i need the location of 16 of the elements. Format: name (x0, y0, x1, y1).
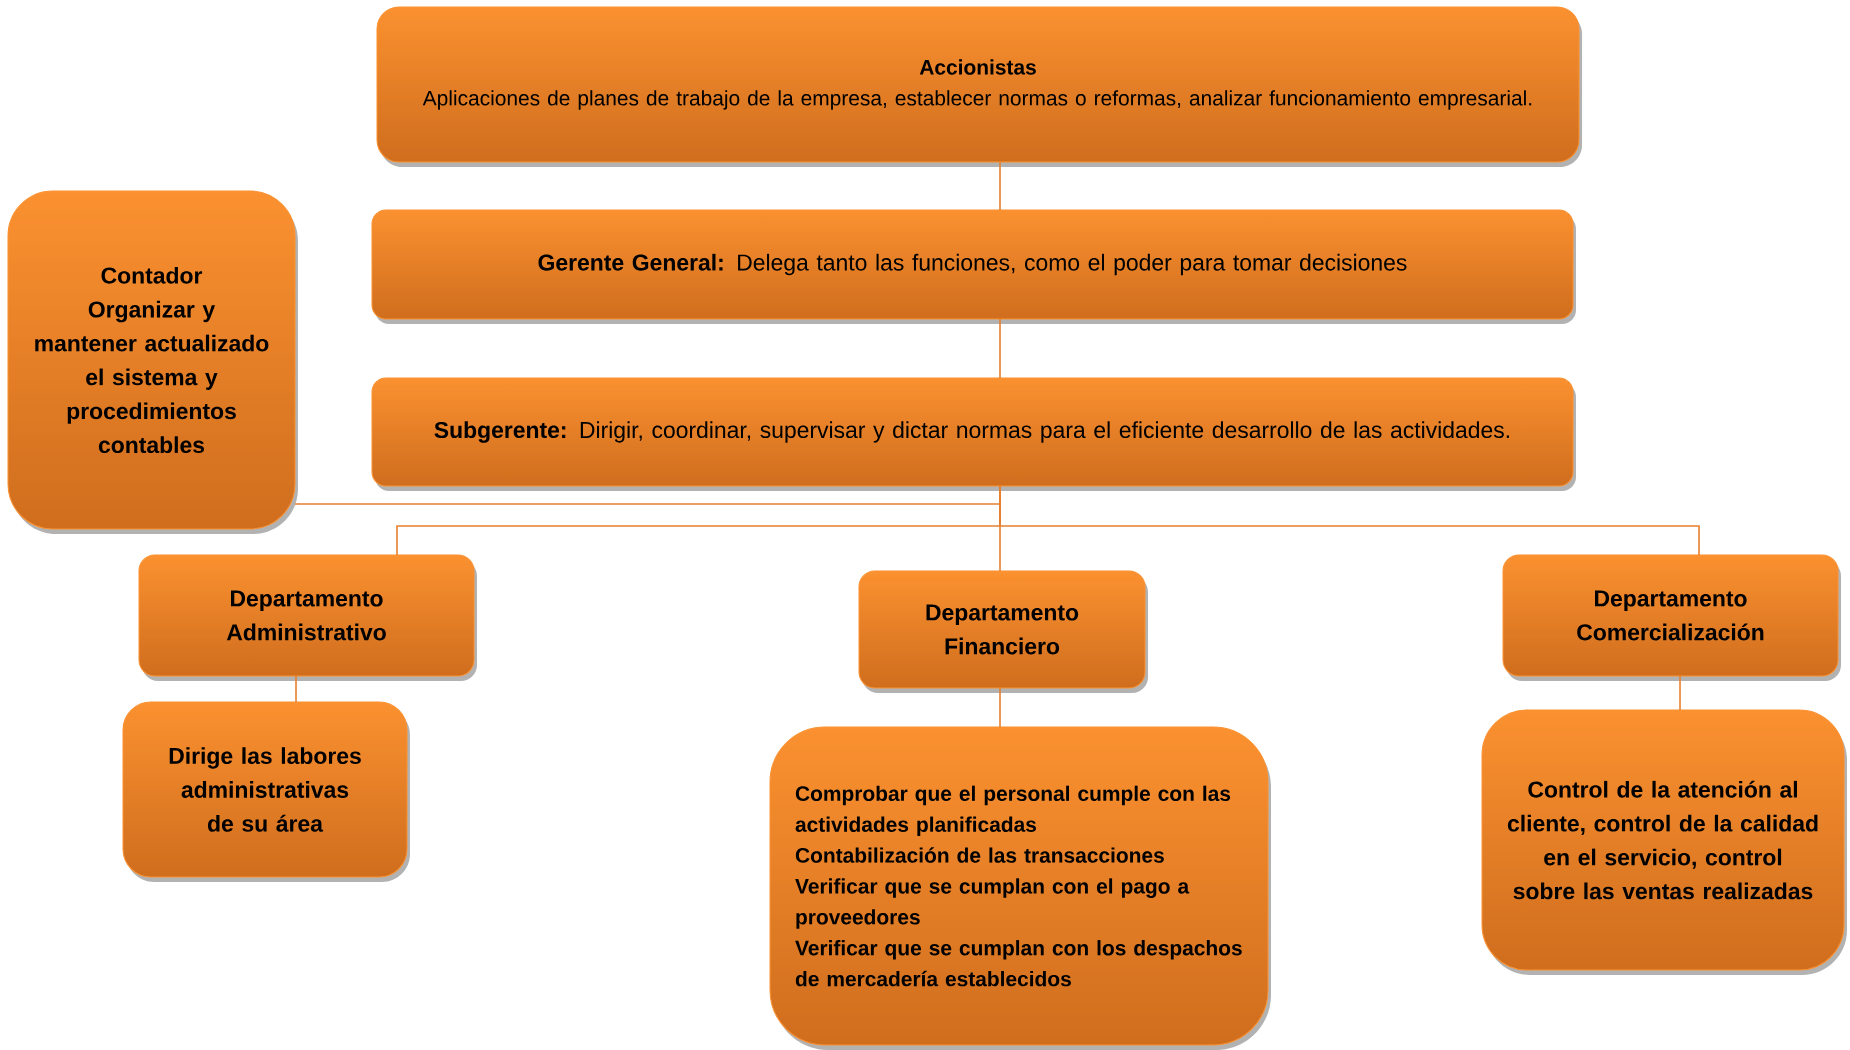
description-box: Dirige las labores administrativas de su área (122, 701, 410, 882)
description-box: Comprobar que el personal cumple con las actividades planificadas Contabilización de las transacciones Verificar que se cumplan con el pago a proveedores Verificar que se cumplan con los despachos de mercadería establecidos (769, 726, 1271, 1050)
role-box: Subgerente: Dirigir, coordinar, supervisar y dictar normas para el eficiente desarrollo de las actividades. (371, 377, 1576, 491)
connector-line (999, 485, 1700, 556)
role-box: Gerente General: Delega tanto las funciones, como el poder para tomar decisiones (371, 209, 1576, 324)
connector-line (999, 318, 1001, 379)
role-box: Contador Organizar y mantener actualizado el sistema y procedimientos contables (7, 190, 298, 534)
connector-line (1679, 675, 1681, 711)
connector-line (999, 687, 1001, 728)
department-box: Departamento Comercialización (1502, 554, 1841, 681)
connector-line (999, 161, 1001, 211)
connector-line (295, 675, 297, 703)
description-box: Control de la atención al cliente, control de la calidad en el servicio, control sobre las ventas realizadas (1481, 709, 1847, 975)
department-box: Departamento Administrativo (138, 554, 477, 681)
department-box: Departamento Financiero (858, 570, 1148, 693)
top-box: Accionistas Aplicaciones de planes de trabajo de la empresa, establecer normas o reformas, analizar funcionamiento empresarial. (376, 6, 1582, 167)
